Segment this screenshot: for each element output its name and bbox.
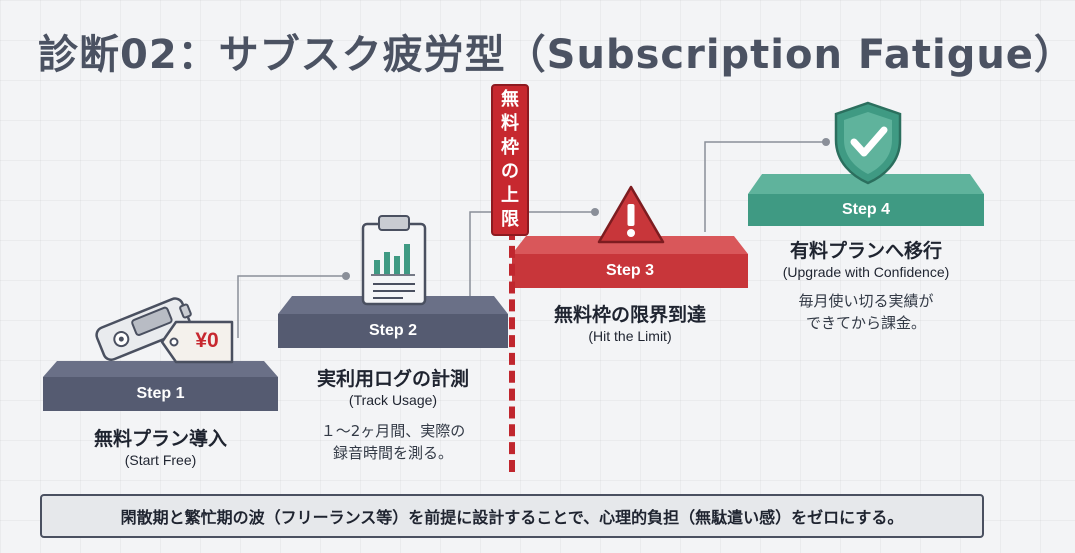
step-3-sub: (Hit the Limit) bbox=[588, 328, 672, 344]
limit-line bbox=[509, 228, 515, 472]
step-2-label: 実利用ログの計測 bbox=[316, 368, 469, 390]
step-1-label: 無料プラン導入 bbox=[93, 428, 227, 450]
limit-banner-char: 料 bbox=[501, 113, 519, 134]
step-2-sub: (Track Usage) bbox=[348, 392, 438, 408]
page-title: 診断02：サブスク疲労型（Subscription Fatigue） bbox=[38, 32, 1075, 78]
step-4-desc-line: できてから課金。 bbox=[805, 314, 926, 332]
price-tag-icon bbox=[160, 320, 234, 364]
clipboard-chart-icon bbox=[361, 215, 427, 306]
voice-recorder-icon bbox=[95, 297, 192, 361]
step-3-top-face bbox=[512, 236, 748, 254]
step-3-label: 無料枠の限界到達 bbox=[553, 304, 706, 326]
step-2-badge: Step 2 bbox=[278, 314, 508, 348]
step-2-desc-line: 録音時間を測る。 bbox=[332, 444, 453, 462]
step-1-platform: Step 1 bbox=[43, 361, 278, 411]
step-4-desc-line: 毎月使い切る実績が bbox=[798, 292, 934, 310]
step-2-desc: １〜2ヶ月間、実際の 録音時間を測る。 bbox=[278, 420, 508, 464]
connector-lines bbox=[237, 138, 830, 338]
step-4-badge: Step 4 bbox=[748, 194, 984, 226]
step-4-platform: Step 4 bbox=[748, 174, 984, 226]
warning-icon bbox=[597, 185, 665, 244]
step-3-platform: Step 3 bbox=[512, 236, 748, 288]
step-2-desc-line: １〜2ヶ月間、実際の bbox=[320, 422, 466, 440]
shield-check-icon bbox=[834, 101, 902, 185]
step-4-label: 有料プランへ移行 bbox=[789, 240, 942, 262]
footer-note: 閑散期と繁忙期の波（フリーランス等）を前提に設計することで、心理的負担（無駄遣い… bbox=[40, 494, 984, 538]
step-1-badge: Step 1 bbox=[43, 377, 278, 411]
limit-banner-char: 無 bbox=[501, 89, 519, 110]
step-4-top-face bbox=[748, 174, 984, 194]
limit-banner: 無 料 枠 の 上 限 bbox=[491, 84, 529, 236]
step-4-desc: 毎月使い切る実績が できてから課金。 bbox=[748, 290, 984, 334]
limit-banner-char: 枠 bbox=[501, 137, 519, 158]
step-1-sub: (Start Free) bbox=[124, 452, 197, 468]
step-1-top-face bbox=[43, 361, 278, 377]
limit-banner-char: 上 bbox=[501, 185, 519, 206]
limit-banner-char: の bbox=[501, 161, 519, 182]
step-4-sub: (Upgrade with Confidence) bbox=[782, 264, 950, 280]
limit-banner-char: 限 bbox=[501, 209, 519, 230]
price-tag-label: ¥0 bbox=[195, 329, 219, 352]
step-3-badge: Step 3 bbox=[512, 254, 748, 288]
